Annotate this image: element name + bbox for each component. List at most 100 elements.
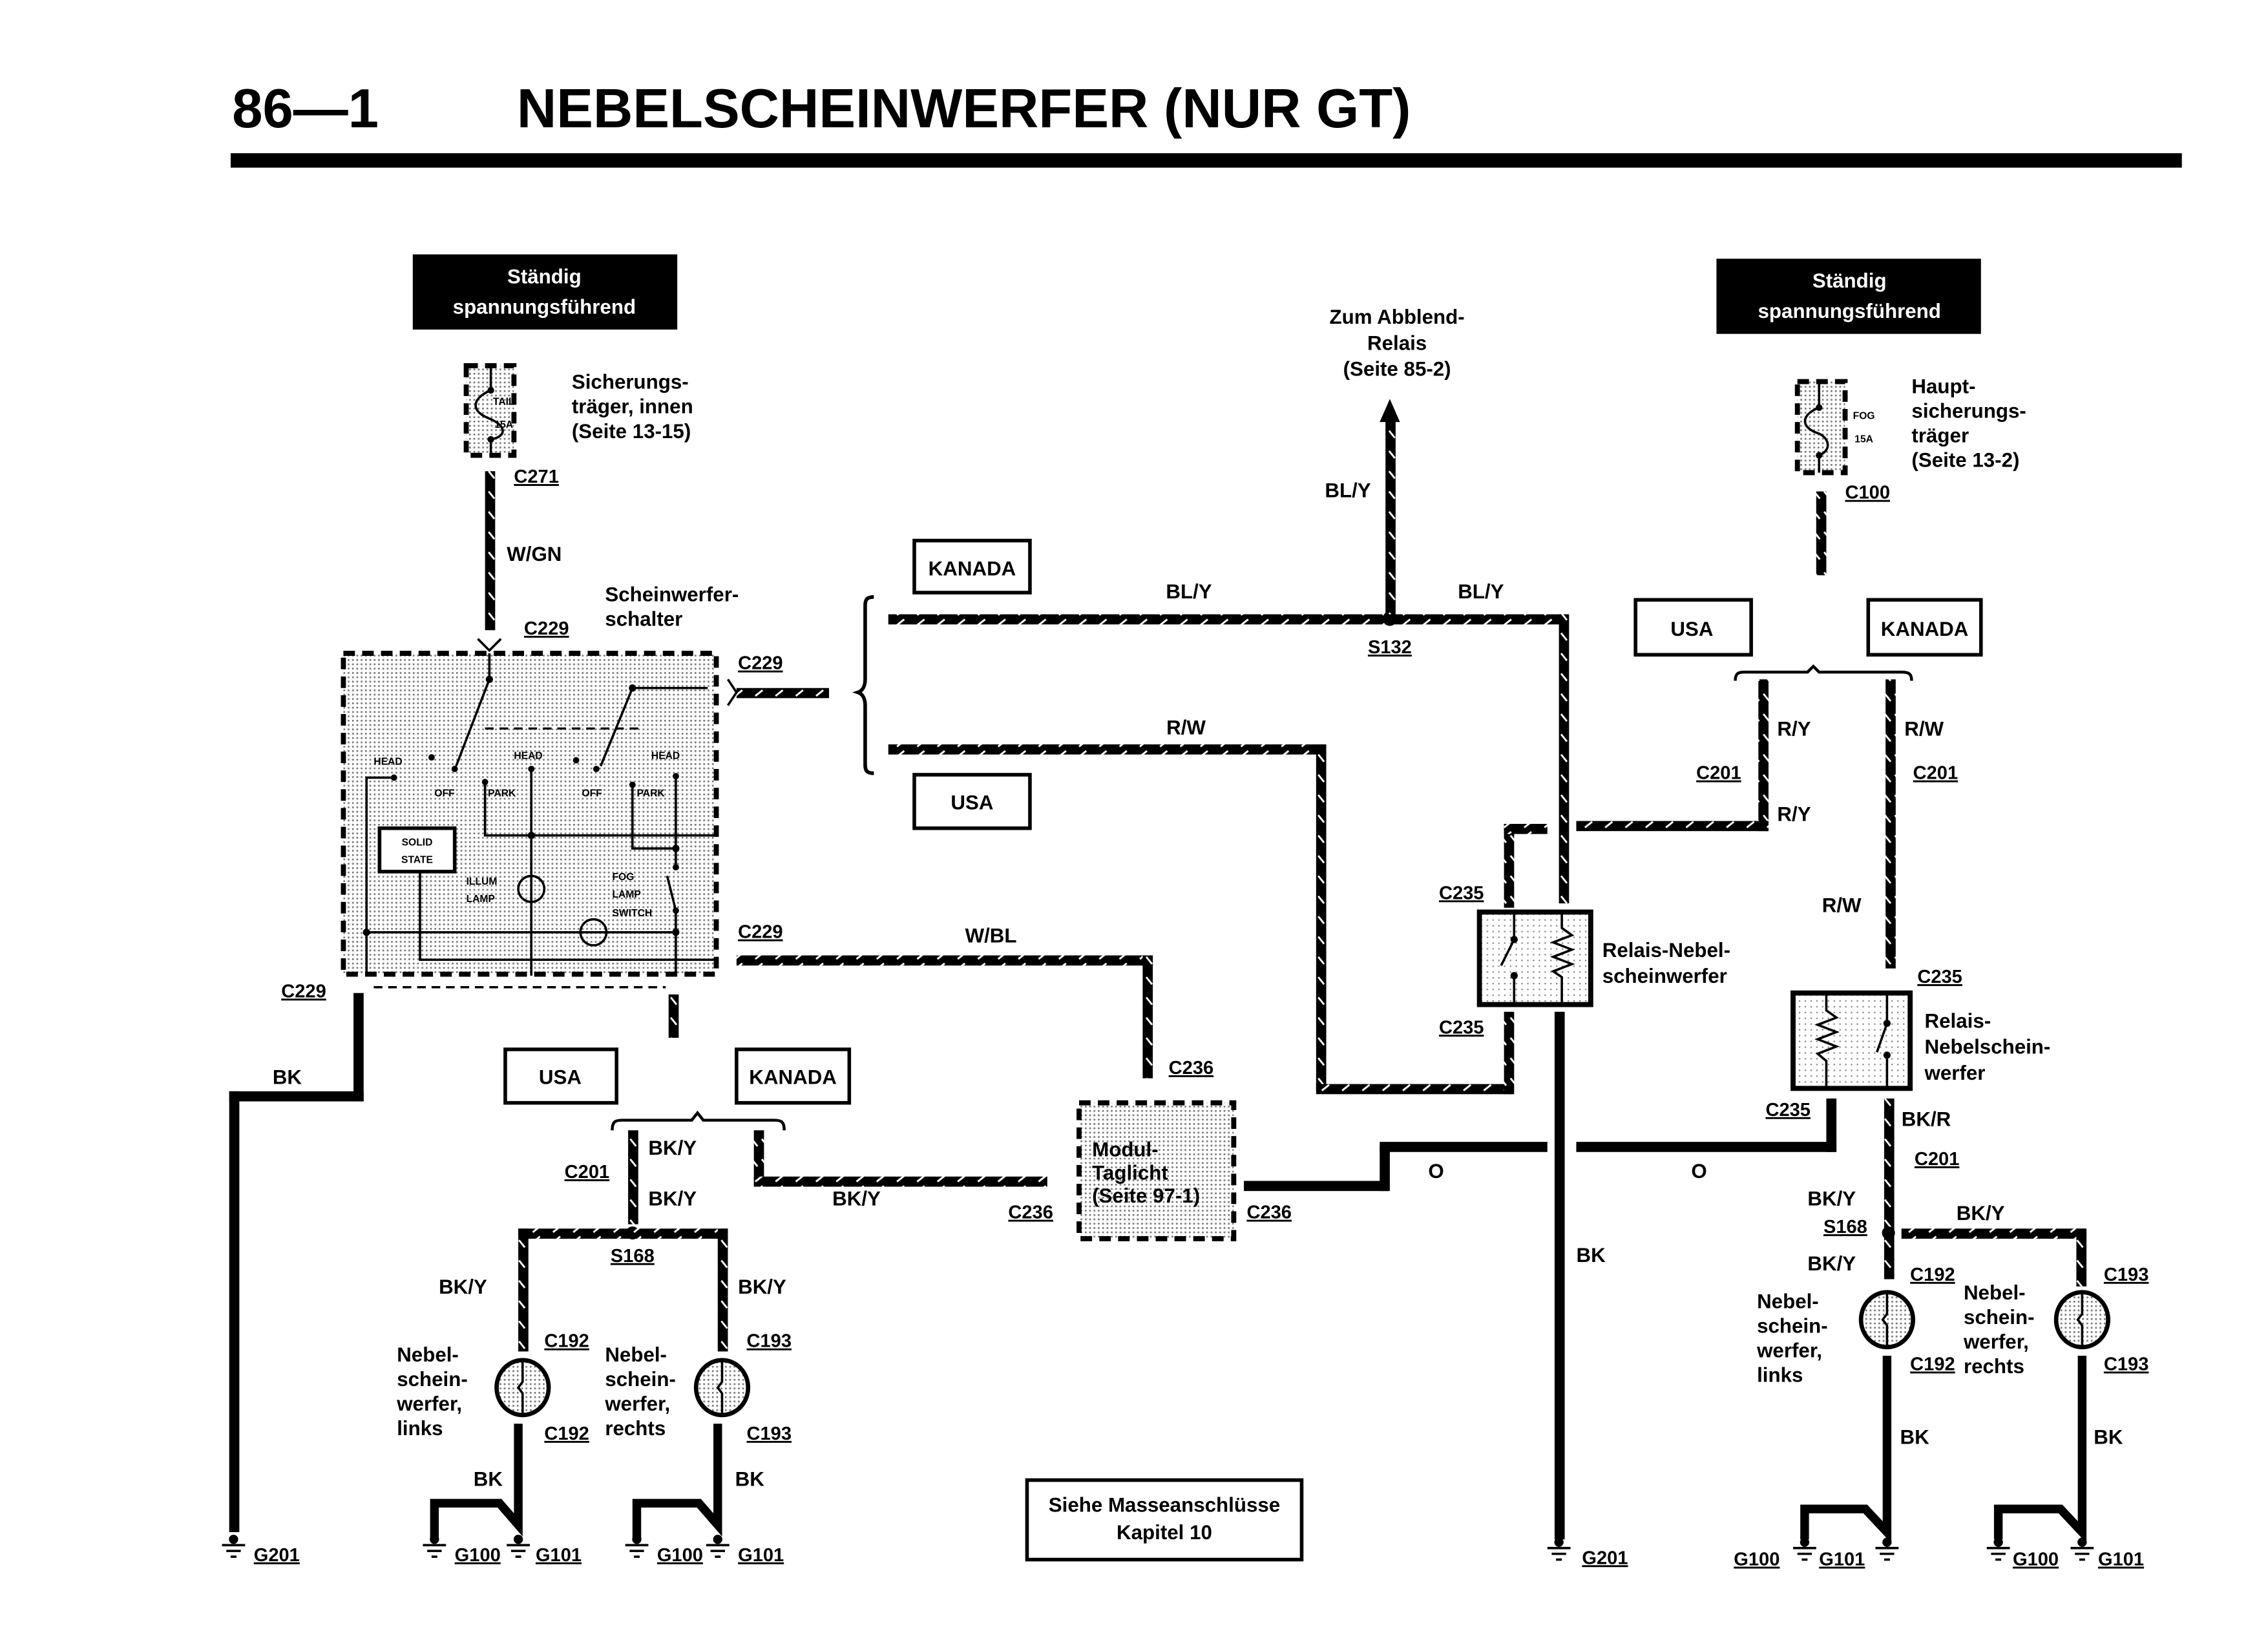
wire-bk-ground-b	[632, 1424, 722, 1540]
wire-o-3	[1380, 1142, 1548, 1152]
solid-state-label-2: STATE	[401, 854, 433, 865]
wire-bk-ground-c	[1800, 1356, 1892, 1544]
ground-symbols	[222, 1535, 2094, 1561]
module-label-1: Modul-	[1092, 1138, 1159, 1161]
ground-icon	[222, 1535, 246, 1558]
lamp-filament-icon	[2076, 1292, 2084, 1347]
connector-c229-bottom-left: C229	[281, 981, 326, 1002]
variant-brace-right	[1734, 664, 1913, 681]
relay-center-label-1: Relais-Nebel-	[1602, 939, 1730, 962]
fog-lamp-ll-4: links	[397, 1417, 443, 1440]
wire-label-bl-y-up: BL/Y	[1325, 479, 1370, 501]
page-title: NEBELSCHEINWERFER (NUR GT)	[517, 78, 1411, 140]
fuse-left-icon	[474, 365, 504, 456]
fog-lamp-right-b	[2053, 1290, 2110, 1350]
fog-lamp-ll-3: werfer,	[396, 1393, 462, 1415]
wire-r-y-stub	[1504, 824, 1548, 834]
wire-label-w-gn: W/GN	[507, 543, 562, 565]
fog-lamp-rr-1: Nebel-	[1964, 1281, 2026, 1304]
switch-pos-off-1: OFF	[434, 788, 454, 799]
fuse-left-rating: 15A	[494, 419, 513, 430]
label-box-usa-bottom: USA	[503, 1047, 619, 1105]
module-label-2: Taglicht	[1092, 1161, 1168, 1184]
wire-label-bk-y-r1: BK/Y	[1807, 1188, 1856, 1210]
wire-r-w	[888, 744, 1327, 755]
ground-icon	[1986, 1537, 2010, 1561]
wire-r-y	[1758, 679, 1769, 832]
wire-bk-left-3	[229, 1091, 240, 1533]
switch-pos-head-1: HEAD	[373, 756, 402, 767]
ground-icon	[423, 1535, 446, 1558]
lamp-filament-icon	[516, 1360, 524, 1415]
fog-lamp-left-a	[494, 1358, 551, 1418]
fuse-left: TAIL 15A	[463, 363, 517, 458]
connector-c192-rb: C192	[1910, 1354, 1955, 1375]
connector-c229-right-bottom: C229	[738, 922, 782, 943]
upstream-label-1: Zum Abblend-	[1330, 306, 1465, 328]
fog-switch-label-3: SWITCH	[613, 908, 653, 919]
splice-s132-label: S132	[1368, 637, 1412, 658]
note-line-2: Kapitel 10	[1117, 1521, 1212, 1544]
wire-bk-left-1	[353, 993, 364, 1102]
switch-title-2: schalter	[605, 608, 682, 631]
wire-s168-right-bus	[1901, 1228, 2087, 1239]
wire-bk-ground-a	[430, 1424, 523, 1540]
wire-bk-y-kanada	[753, 1130, 764, 1186]
ground-g101-a: G101	[536, 1545, 582, 1566]
solid-state-block	[377, 826, 457, 874]
connector-c236-left: C236	[1008, 1203, 1053, 1223]
note-box: Siehe Masseanschlüsse Kapitel 10	[1025, 1478, 1304, 1562]
wire-label-bk-y-right-lamp: BK/Y	[738, 1276, 786, 1298]
wire-c229-down-stub	[668, 994, 679, 1038]
wire-bk-y-left-lamp	[518, 1228, 529, 1352]
svg-text:USA: USA	[950, 792, 993, 814]
wire-label-bk-r: BK/R	[1902, 1108, 1951, 1131]
ground-g101-d: G101	[2098, 1550, 2144, 1570]
wire-bk-r	[1884, 1099, 1895, 1279]
ground-icon	[625, 1535, 649, 1558]
connector-c201-r-right: C201	[1913, 763, 1958, 784]
ground-icon	[1875, 1537, 1899, 1561]
connector-c229-top: C229	[524, 618, 569, 639]
connector-c192-b: C192	[544, 1424, 589, 1444]
wire-bk-y-usa	[628, 1130, 638, 1225]
svg-text:KANADA: KANADA	[749, 1066, 837, 1089]
wire-r-y-relay	[1504, 824, 1515, 908]
connector-c201-r-bk: C201	[1915, 1149, 1959, 1170]
power-label-right-line2: spannungsführend	[1758, 300, 1941, 322]
wire-o-2	[1380, 1146, 1390, 1192]
ground-icon	[1793, 1537, 1816, 1561]
wire-o-to-relay	[1826, 1099, 1837, 1152]
connector-c193-rb: C193	[2104, 1354, 2148, 1375]
wire-bk-left-2	[229, 1091, 364, 1102]
wire-r-w-down	[1316, 744, 1327, 1091]
fog-lamp-ll-2: schein-	[397, 1368, 468, 1391]
wire-label-bk-ground-a: BK	[474, 1467, 503, 1490]
switch-title-1: Scheinwerfer-	[605, 584, 739, 606]
ground-icon	[2070, 1537, 2094, 1561]
fuse-right-desc-4: (Seite 13-2)	[1911, 449, 2019, 472]
fog-lamp-lr-2: schein-	[605, 1368, 676, 1391]
wire-bk-center	[1554, 1011, 1565, 1540]
fuse-right-desc-3: träger	[1911, 424, 1969, 447]
upstream-label-2: Relais	[1367, 331, 1427, 354]
splice-s168-left-label: S168	[611, 1246, 655, 1267]
connector-c235-b: C235	[1439, 1017, 1484, 1038]
wire-label-r-w-mid: R/W	[1166, 716, 1206, 739]
wire-label-r-w-top: R/W	[1904, 718, 1944, 741]
wire-s168-left-bus	[518, 1228, 728, 1239]
relay-center	[1476, 909, 1593, 1007]
wire-bk-ground-d	[1993, 1356, 2087, 1544]
connector-c201-r-left: C201	[1696, 763, 1741, 784]
wire-label-r-y-bot: R/Y	[1777, 803, 1811, 826]
fog-lamp-ll-1: Nebel-	[397, 1343, 459, 1366]
connector-c100: C100	[1845, 483, 1890, 503]
switch-pos-park-1: PARK	[488, 788, 516, 799]
connector-c235-d: C235	[1766, 1100, 1811, 1120]
note-line-1: Siehe Masseanschlüsse	[1049, 1494, 1280, 1517]
label-box-kanada-right: KANADA	[1866, 598, 1983, 657]
fog-lamp-rl-2: schein-	[1757, 1314, 1828, 1337]
ground-g201-left: G201	[254, 1545, 300, 1566]
illum-lamp-label-2: LAMP	[467, 894, 495, 905]
power-label-left-line1: Ständig	[507, 265, 582, 288]
